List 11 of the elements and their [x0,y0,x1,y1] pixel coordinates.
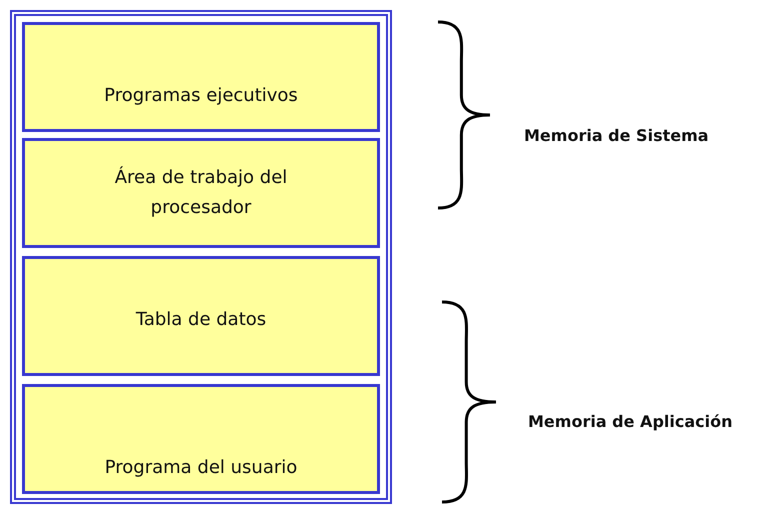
block-label: Programa del usuario [104,456,298,480]
memory-block [22,22,380,132]
brace-label: Memoria de Aplicación [528,412,732,431]
block-label: Tabla de datos [134,308,268,332]
memory-frame [10,10,392,504]
memory-block [22,384,380,494]
block-label: Programas ejecutivos [103,84,299,108]
brace-label: Memoria de Sistema [524,126,709,145]
memory-block [22,256,380,376]
memory-block [22,138,380,248]
block-label: Área de trabajo del procesador [114,165,288,220]
